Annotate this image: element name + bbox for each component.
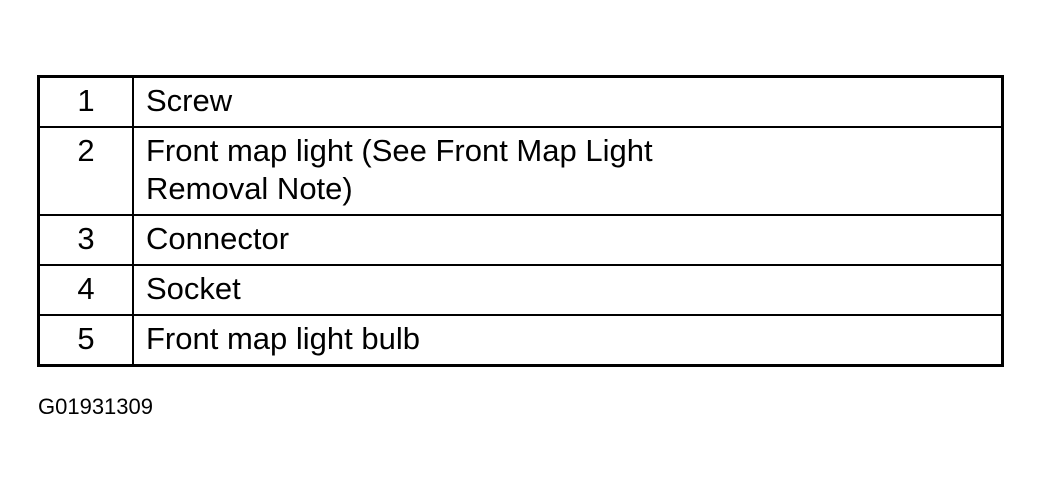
item-description: Front map light bulb <box>132 314 1004 367</box>
item-description-text: Socket <box>146 271 241 306</box>
item-description-text: Front map light bulb <box>146 321 420 356</box>
item-description-text: Screw <box>146 83 233 118</box>
table-row: 3 Connector <box>37 214 1004 266</box>
item-number: 1 <box>37 75 134 128</box>
table-row: 4 Socket <box>37 264 1004 316</box>
table-row: 1 Screw <box>37 75 1004 128</box>
parts-legend-table: 1 Screw 2 Front map light (See Front Map… <box>37 75 1004 367</box>
item-number: 2 <box>37 126 134 216</box>
item-description: Connector <box>132 214 1004 266</box>
item-number: 4 <box>37 264 134 316</box>
item-number: 3 <box>37 214 134 266</box>
item-number: 5 <box>37 314 134 367</box>
table-row: 2 Front map light (See Front Map Light R… <box>37 126 1004 216</box>
item-description-text: Connector <box>146 221 290 256</box>
figure-reference-code: G01931309 <box>38 394 153 419</box>
item-description: Front map light (See Front Map Light Rem… <box>132 126 1004 216</box>
item-description: Screw <box>132 75 1004 128</box>
table-row: 5 Front map light bulb <box>37 314 1004 367</box>
item-description-text: Front map light (See Front Map Light Rem… <box>146 133 653 206</box>
item-description: Socket <box>132 264 1004 316</box>
